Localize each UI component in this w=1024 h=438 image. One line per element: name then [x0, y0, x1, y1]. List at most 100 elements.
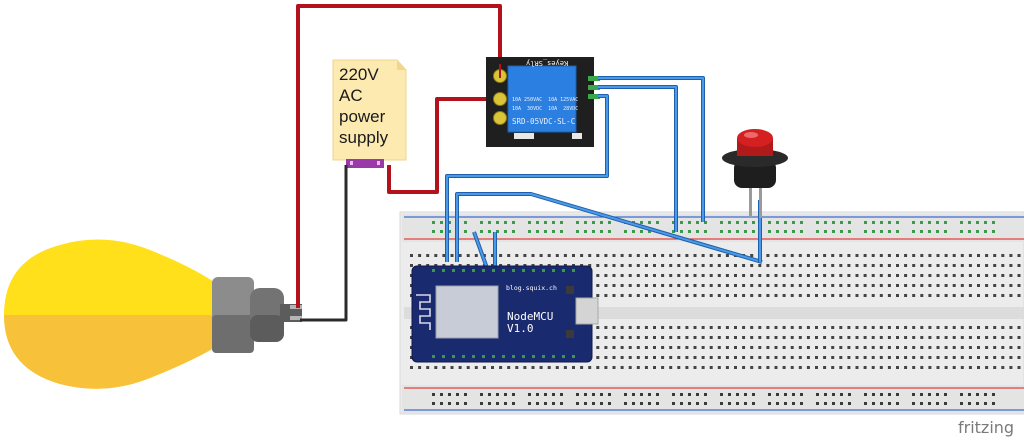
- breadboard-hole: [904, 264, 908, 267]
- breadboard-hole: [734, 356, 737, 359]
- breadboard-hole: [952, 366, 956, 369]
- breadboard-hole: [968, 230, 971, 233]
- breadboard-hole: [936, 366, 940, 369]
- breadboard-hole: [512, 393, 515, 396]
- breadboard-hole: [628, 326, 632, 329]
- breadboard-hole: [1009, 254, 1013, 257]
- breadboard-hole: [896, 294, 899, 297]
- breadboard-hole: [912, 326, 916, 329]
- breadboard-hole: [960, 230, 963, 233]
- breadboard-hole: [984, 402, 987, 405]
- breadboard-hole: [620, 326, 624, 329]
- breadboard-hole: [653, 326, 656, 329]
- breadboard-hole: [640, 221, 643, 224]
- breadboard-hole: [636, 294, 640, 297]
- breadboard-hole: [693, 336, 697, 339]
- relay-brand-label: Keyes_SRly: [526, 59, 569, 67]
- breadboard-hole: [624, 402, 627, 405]
- breadboard-hole: [863, 264, 867, 267]
- breadboard-hole: [871, 366, 875, 369]
- breadboard-hole: [576, 230, 579, 233]
- breadboard-hole: [725, 254, 729, 257]
- breadboard-hole: [896, 274, 899, 277]
- breadboard-hole: [968, 402, 971, 405]
- breadboard-hole: [823, 366, 827, 369]
- breadboard-hole: [936, 294, 940, 297]
- breadboard-hole: [693, 346, 697, 349]
- breadboard-hole: [752, 402, 755, 405]
- breadboard-hole: [872, 393, 875, 396]
- breadboard-hole: [960, 254, 964, 257]
- breadboard-hole: [1001, 326, 1005, 329]
- breadboard-hole: [806, 274, 810, 277]
- breadboard-hole: [824, 402, 827, 405]
- breadboard-hole: [806, 294, 810, 297]
- breadboard-hole: [847, 254, 851, 257]
- breadboard-hole: [496, 393, 499, 396]
- breadboard-hole: [839, 294, 843, 297]
- breadboard-hole: [620, 346, 624, 349]
- breadboard-hole: [750, 254, 754, 257]
- breadboard-hole: [648, 402, 651, 405]
- breadboard-hole: [640, 230, 643, 233]
- breadboard-hole: [896, 336, 899, 339]
- breadboard-hole: [539, 366, 543, 369]
- breadboard-hole: [758, 336, 762, 339]
- breadboard-hole: [985, 326, 989, 329]
- breadboard-hole: [669, 254, 673, 257]
- breadboard-hole: [790, 274, 794, 277]
- breadboard-hole: [766, 336, 770, 339]
- breadboard-hole: [440, 221, 443, 224]
- breadboard-hole: [784, 230, 787, 233]
- breadboard-hole: [960, 284, 964, 287]
- breadboard-hole: [758, 264, 762, 267]
- breadboard-hole: [680, 393, 683, 396]
- breadboard-hole: [880, 221, 883, 224]
- breadboard-hole: [458, 366, 462, 369]
- breadboard-hole: [792, 230, 795, 233]
- breadboard-hole: [944, 221, 947, 224]
- breadboard-hole: [688, 230, 691, 233]
- breadboard-hole: [677, 326, 681, 329]
- breadboard-hole: [653, 264, 656, 267]
- breadboard-hole: [758, 366, 762, 369]
- breadboard-hole: [507, 254, 511, 257]
- breadboard-hole: [620, 284, 624, 287]
- breadboard-hole: [985, 336, 989, 339]
- breadboard-hole: [904, 294, 908, 297]
- breadboard-hole: [784, 221, 787, 224]
- breadboard-hole: [620, 254, 624, 257]
- breadboard-hole: [992, 230, 995, 233]
- breadboard-hole: [410, 356, 413, 359]
- breadboard-hole: [502, 269, 505, 272]
- breadboard-hole: [864, 221, 867, 224]
- breadboard-hole: [1017, 294, 1021, 297]
- breadboard-hole: [782, 346, 786, 349]
- breadboard-hole: [790, 366, 794, 369]
- breadboard-hole: [912, 366, 916, 369]
- breadboard-hole: [855, 264, 859, 267]
- breadboard-hole: [928, 393, 931, 396]
- breadboard-hole: [736, 230, 739, 233]
- breadboard-hole: [628, 254, 632, 257]
- breadboard-hole: [928, 294, 932, 297]
- breadboard-hole: [592, 221, 595, 224]
- breadboard-hole: [936, 346, 940, 349]
- breadboard-hole: [596, 336, 600, 339]
- breadboard-hole: [466, 254, 470, 257]
- breadboard-hole: [831, 294, 835, 297]
- breadboard-hole: [555, 366, 559, 369]
- breadboard-hole: [904, 336, 908, 339]
- breadboard-hole: [442, 254, 446, 257]
- breadboard-hole: [840, 221, 843, 224]
- breadboard-hole: [806, 284, 810, 287]
- breadboard-hole: [742, 274, 746, 277]
- breadboard-hole: [628, 294, 632, 297]
- breadboard-hole: [766, 346, 770, 349]
- breadboard-hole: [798, 254, 802, 257]
- breadboard-hole: [752, 221, 755, 224]
- breadboard-hole: [725, 284, 729, 287]
- breadboard-hole: [920, 366, 924, 369]
- breadboard-hole: [528, 393, 531, 396]
- breadboard-hole: [612, 326, 616, 329]
